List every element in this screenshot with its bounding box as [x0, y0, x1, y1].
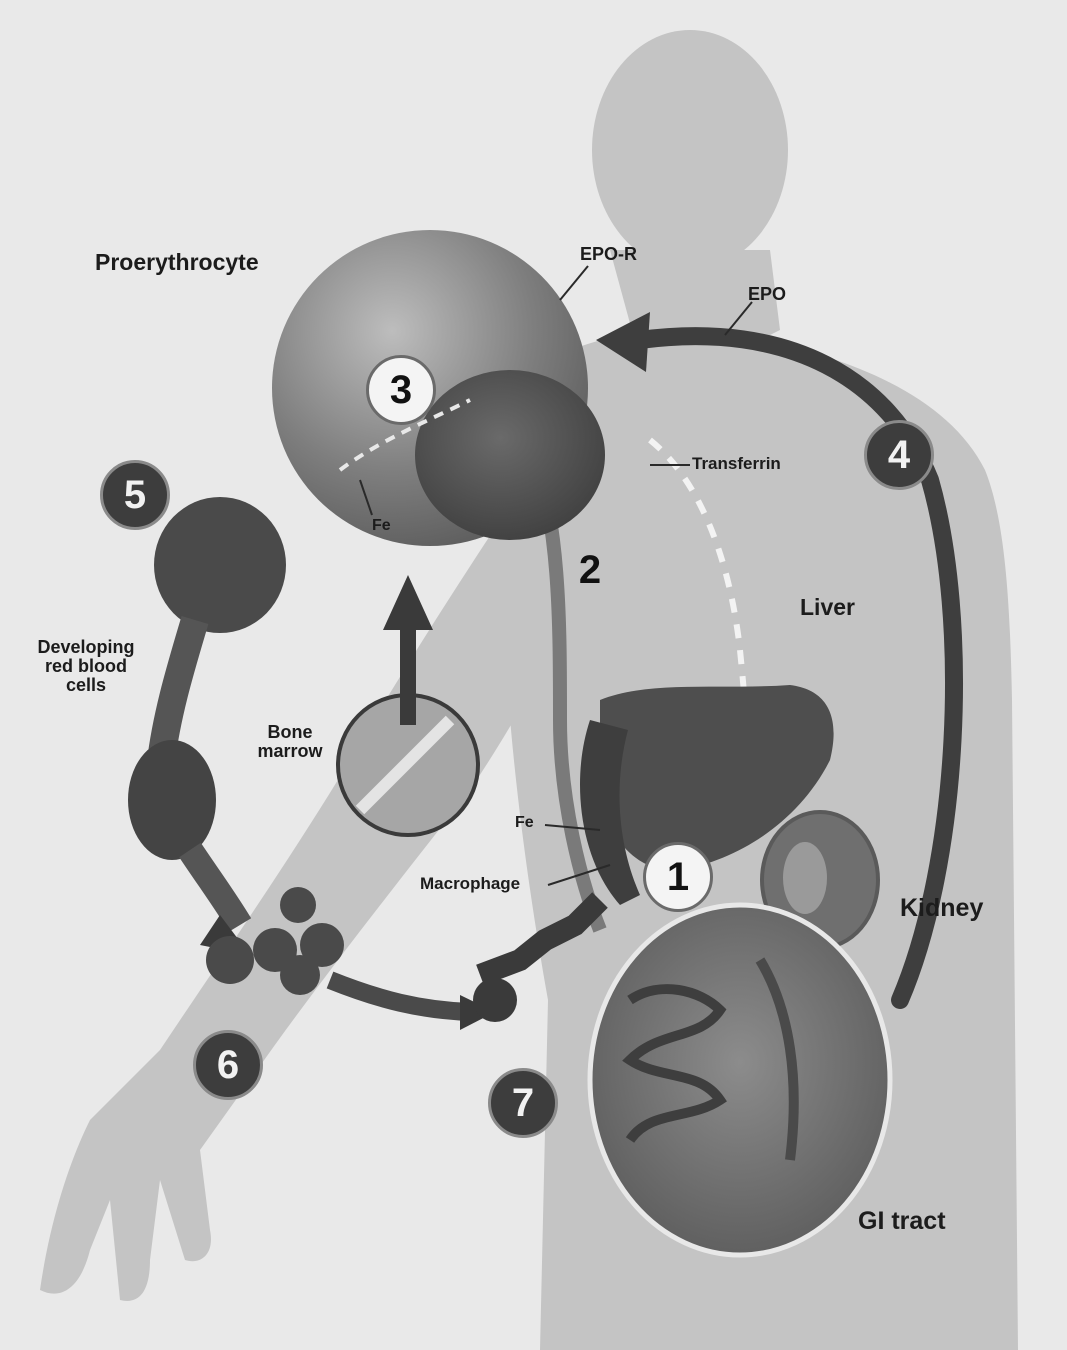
epo-r-label: EPO-R: [580, 245, 637, 264]
epo-label: EPO: [748, 285, 786, 304]
step-1-badge: 1: [643, 842, 713, 912]
kidney-label: Kidney: [900, 895, 983, 921]
step-7-badge: 7: [488, 1068, 558, 1138]
step-4-badge: 4: [864, 420, 934, 490]
macrophage-label: Macrophage: [420, 875, 520, 893]
gi-tract-label: GI tract: [858, 1208, 946, 1234]
fe-label-top: Fe: [372, 518, 391, 535]
bone-marrow-label: Bone marrow: [255, 723, 325, 761]
step-3-badge: 3: [366, 355, 436, 425]
liver-label: Liver: [800, 595, 855, 619]
proerythrocyte-label: Proerythrocyte: [95, 250, 259, 274]
fe-label-bottom: Fe: [515, 815, 534, 832]
step-5-badge: 5: [100, 460, 170, 530]
developing-rbc-label: Developing red blood cells: [30, 638, 142, 695]
gi-tract-organ: [590, 905, 890, 1255]
step-2-badge: 2: [566, 540, 614, 600]
transferrin-label: Transferrin: [692, 455, 781, 473]
step-6-badge: 6: [193, 1030, 263, 1100]
proerythrocyte-cell: [272, 230, 605, 546]
